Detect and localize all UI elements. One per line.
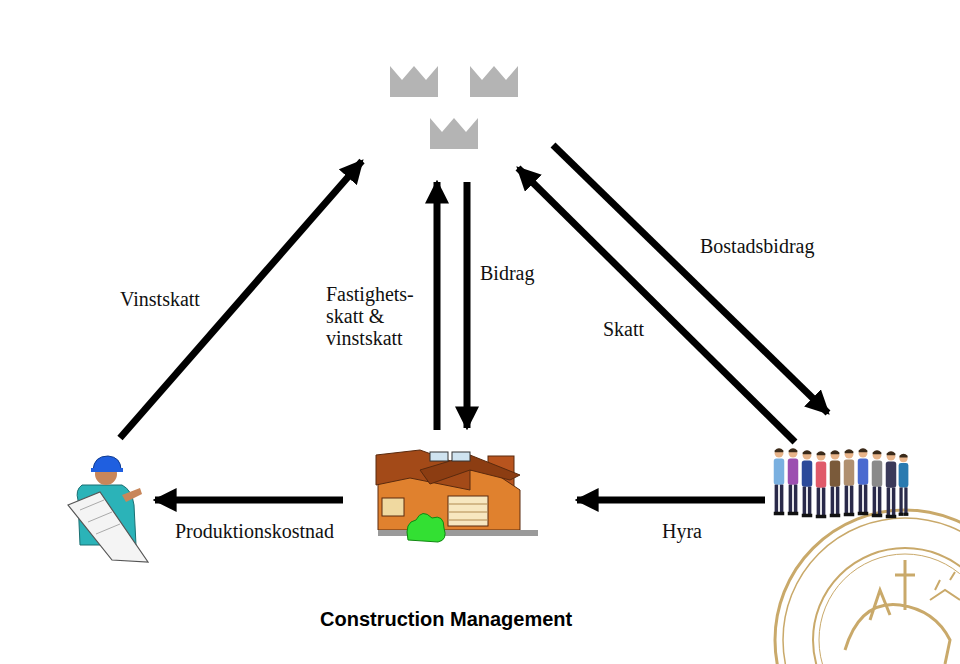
- flow-arrow: [120, 145, 828, 500]
- flow-label: Skatt: [603, 318, 644, 340]
- contractor-figure: [68, 456, 148, 562]
- flow-label: Hyra: [662, 520, 702, 542]
- flow-label: Bostadsbidrag: [700, 235, 814, 257]
- caption: Construction Management: [320, 608, 572, 631]
- flow-label: Fastighets- skatt & vinstskatt: [326, 283, 430, 349]
- flow-label: Bidrag: [480, 262, 534, 284]
- people-group: [774, 448, 909, 518]
- flow-label: Vinstskatt: [120, 288, 200, 310]
- seal-emblem: [775, 510, 960, 664]
- crown-symbol: [390, 66, 518, 149]
- house-figure: [376, 450, 538, 542]
- flow-label: Produktionskostnad: [175, 520, 334, 542]
